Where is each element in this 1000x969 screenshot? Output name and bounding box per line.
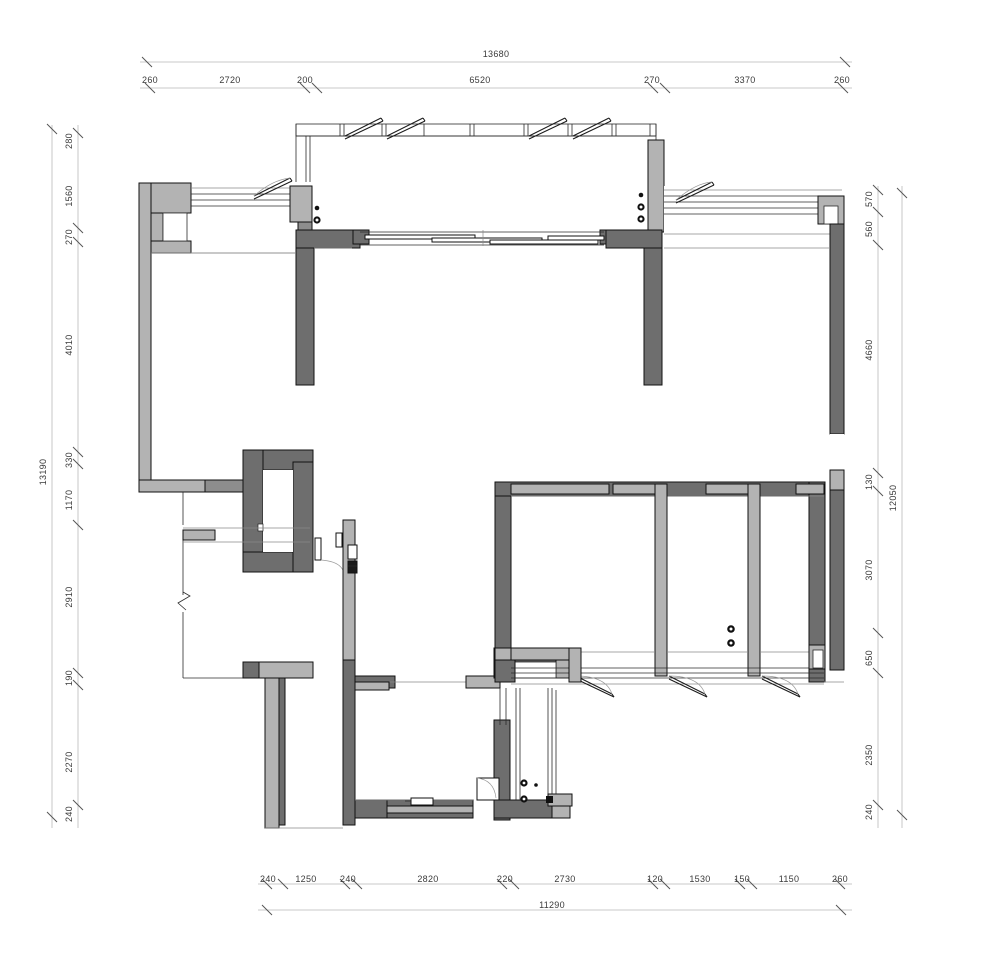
wall-pier-upper-left — [289, 185, 313, 223]
dim-left-190: 190 — [64, 670, 74, 686]
balcony-top — [295, 117, 662, 234]
dim-top-260: 260 — [142, 75, 158, 85]
opening-marker-lower-left — [354, 681, 390, 691]
dim-top-200: 200 — [297, 75, 313, 85]
wall-new-living-right — [643, 229, 663, 386]
dim-top-overall: 13680 — [483, 49, 510, 59]
dim-bottom-220: 220 — [497, 874, 513, 884]
wall-pier-right-mid — [829, 469, 845, 491]
dim-bottom-1530: 1530 — [689, 874, 710, 884]
dim-bottom-overall: 11290 — [539, 900, 565, 910]
dim-bottom-150: 150 — [734, 874, 750, 884]
wall-exterior-right-upper — [829, 223, 845, 435]
bedroom-block — [494, 481, 826, 698]
wall-old-living-right-upper — [647, 139, 665, 233]
dim-left-270: 270 — [64, 229, 74, 245]
outlet-cluster-upper-right — [637, 192, 645, 223]
dim-top-3370: 3370 — [734, 75, 755, 85]
dimension-left — [46, 123, 84, 828]
wall-group-mid-left — [138, 449, 314, 573]
dim-right-2350: 2350 — [864, 744, 874, 765]
dim-left-240: 240 — [64, 806, 74, 822]
dim-left-2270: 2270 — [64, 751, 74, 772]
dim-right-650: 650 — [864, 650, 874, 666]
dim-bottom-1150: 1150 — [779, 874, 800, 884]
dim-top-270: 270 — [644, 75, 660, 85]
dim-left-overall: 13190 — [38, 459, 48, 486]
wall-mark-kitchen — [257, 523, 264, 532]
dim-right-560: 560 — [864, 221, 874, 237]
dim-left-1560: 1560 — [64, 185, 74, 206]
dimension-bottom — [258, 878, 852, 916]
break-line-symbol — [177, 591, 191, 611]
sliding-door-center — [352, 229, 617, 246]
hall-left-outline — [177, 492, 247, 679]
dim-top-260: 260 — [834, 75, 850, 85]
door-hallway — [314, 532, 345, 586]
electrical-riser — [347, 544, 358, 574]
wall-exterior-left — [138, 182, 152, 493]
outlet-cluster-lower — [520, 779, 553, 803]
wall-new-living-top-stub — [295, 229, 361, 249]
balcony-right — [664, 181, 845, 236]
casement-sash-group — [344, 117, 612, 140]
window-hall-left — [182, 527, 310, 543]
balcony-left — [150, 177, 296, 254]
dimension-right — [872, 184, 908, 828]
dim-bottom-1250: 1250 — [295, 874, 316, 884]
dim-right-240: 240 — [864, 804, 874, 820]
dim-right-570: 570 — [864, 191, 874, 207]
dim-left-4010: 4010 — [64, 334, 74, 355]
dim-right-overall: 12050 — [888, 485, 898, 512]
outlet-cluster-upper-left — [313, 205, 321, 224]
dimension-labels: 260 2720 200 6520 270 3370 260 13680 240 1250 240 2… — [38, 49, 898, 910]
dim-bottom-2820: 2820 — [417, 874, 438, 884]
dim-bottom-260: 260 — [832, 874, 848, 884]
dimension-top — [140, 56, 852, 94]
wall-exterior-right-lower — [829, 469, 845, 671]
wall-group-lower-left — [242, 661, 343, 829]
dim-bottom-2730: 2730 — [554, 874, 575, 884]
opening-right-exterior — [830, 434, 844, 470]
dim-bottom-240: 240 — [260, 874, 276, 884]
wall-new-living-right-stub — [605, 229, 663, 249]
dim-bottom-120: 120 — [647, 874, 663, 884]
dim-right-4660: 4660 — [864, 339, 874, 360]
dim-left-2910: 2910 — [64, 586, 74, 607]
dim-left-330: 330 — [64, 452, 74, 468]
fixture-lower-room — [405, 797, 434, 806]
dim-right-3070: 3070 — [864, 559, 874, 580]
dim-left-280: 280 — [64, 133, 74, 149]
dim-left-1170: 1170 — [64, 490, 74, 511]
dim-bottom-240: 240 — [340, 874, 356, 884]
outlet-cluster-bedroom — [727, 625, 735, 647]
wall-new-living-left — [295, 229, 315, 386]
wall-hall-right — [342, 519, 356, 661]
dim-top-2720: 2720 — [219, 75, 240, 85]
dim-right-130: 130 — [864, 474, 874, 490]
dim-top-6520: 6520 — [469, 75, 490, 85]
wall-hall-right-lower — [342, 659, 356, 826]
